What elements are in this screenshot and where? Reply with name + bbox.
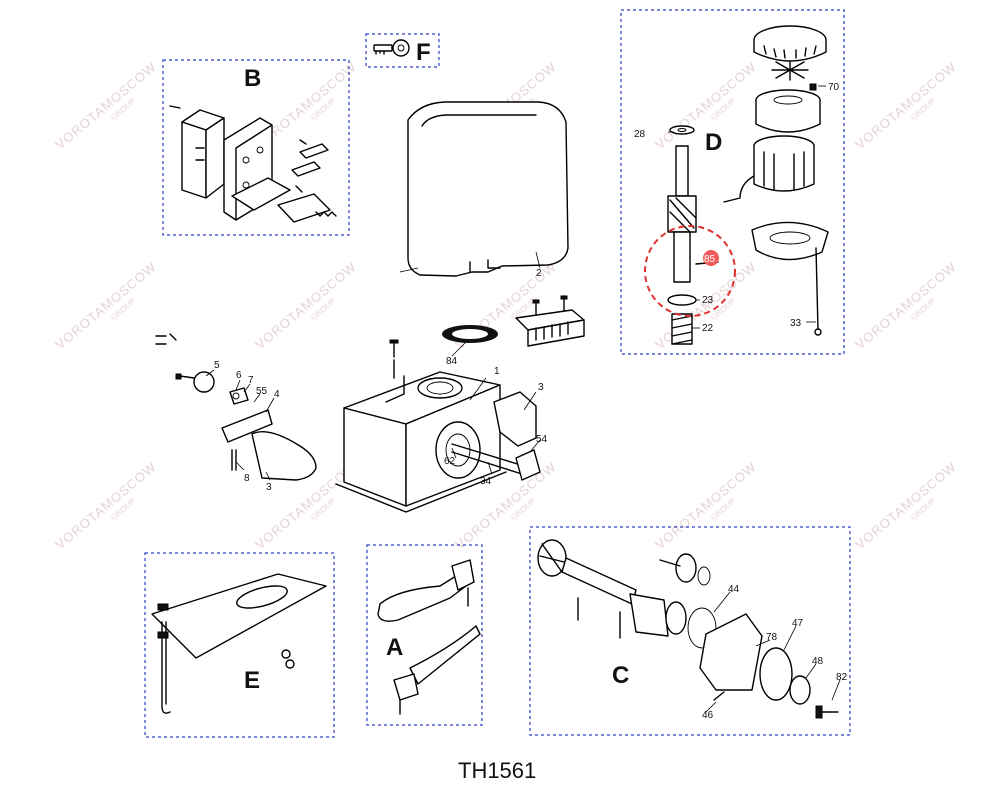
terminal-block xyxy=(515,295,585,347)
watermark-text: VOROTAMOSCOW xyxy=(252,259,359,352)
part-label-3-left: 3 xyxy=(266,482,272,493)
watermark-text: VOROTAMOSCOW xyxy=(852,59,959,152)
part-label-34: 34 xyxy=(480,476,492,487)
leader-lines xyxy=(205,85,841,713)
release-lever-parts xyxy=(155,333,317,481)
watermark-text: VOROTAMOSCOW xyxy=(52,259,159,352)
part-label-6: 6 xyxy=(236,370,242,381)
key-icon xyxy=(373,39,410,57)
section-f-box xyxy=(365,33,440,68)
section-label-b: B xyxy=(244,65,261,92)
part-label-1: 1 xyxy=(494,366,500,377)
motor-assembly: 85 xyxy=(644,25,829,345)
part-label-2: 2 xyxy=(536,268,542,279)
part-label-62: 62 xyxy=(444,456,456,467)
part-label-70: 70 xyxy=(828,82,840,93)
part-label-22: 22 xyxy=(702,323,714,334)
part-label-78: 78 xyxy=(766,632,778,643)
gasket-ring xyxy=(442,325,498,343)
part-label-55: 55 xyxy=(256,386,268,397)
section-b-box xyxy=(162,59,350,236)
release-bracket-assembly xyxy=(169,105,337,223)
part-label-4: 4 xyxy=(274,389,280,400)
part-label-7: 7 xyxy=(248,375,254,386)
watermark-text: VOROTAMOSCOW xyxy=(52,459,159,552)
part-label-44: 44 xyxy=(728,584,740,595)
part-label-48: 48 xyxy=(812,656,824,667)
watermark-text: VOROTAMOSCOW xyxy=(852,259,959,352)
watermark-text: VOROTAMOSCOW xyxy=(52,59,159,152)
part-label-5: 5 xyxy=(214,360,220,371)
release-handle-set xyxy=(377,559,481,715)
gear-train-assembly xyxy=(537,539,839,719)
part-label-3-right: 3 xyxy=(538,382,544,393)
model-title: TH1561 xyxy=(458,758,536,783)
section-a-box xyxy=(366,544,483,726)
part-label-8: 8 xyxy=(244,473,250,484)
part-label-46: 46 xyxy=(702,710,714,721)
shaft-and-bracket xyxy=(451,391,541,481)
part-label-84: 84 xyxy=(446,356,458,367)
highlight-part-marker xyxy=(703,250,719,266)
motor-cover xyxy=(399,101,569,277)
watermark-text: VOROTAMOSCOW xyxy=(852,459,959,552)
part-label-33: 33 xyxy=(790,318,802,329)
part-label-47: 47 xyxy=(792,618,804,629)
foundation-plate xyxy=(151,573,327,714)
part-number-labels: 1 2 3 3 4 5 6 7 8 55 84 62 34 54 28 23 2… xyxy=(214,82,848,721)
section-e-box xyxy=(144,552,335,738)
gearbox-housing xyxy=(335,339,507,513)
part-label-54: 54 xyxy=(536,434,548,445)
watermark-text: VOROTAMOSCOW xyxy=(652,459,759,552)
part-label-28: 28 xyxy=(634,129,646,140)
highlight-circle xyxy=(644,225,736,317)
part-label-82: 82 xyxy=(836,672,848,683)
section-label-c: C xyxy=(612,662,629,689)
part-label-23: 23 xyxy=(702,295,714,306)
section-label-f: F xyxy=(416,39,431,66)
section-label-d: D xyxy=(705,129,722,156)
section-label-a: A xyxy=(386,634,403,661)
section-d-box xyxy=(620,9,845,355)
section-label-e: E xyxy=(244,667,260,694)
highlight-part-number: 85 xyxy=(704,254,716,265)
